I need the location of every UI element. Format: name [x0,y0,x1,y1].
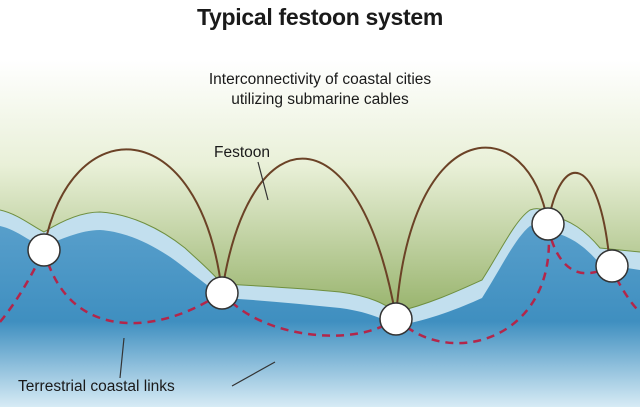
link-3-4 [395,225,551,345]
shallow-water [0,208,640,326]
deep-sea [0,216,640,407]
link-1-2 [42,249,223,325]
city-node-3 [379,302,413,336]
festoon-cables [43,146,611,319]
city-node-4 [531,207,565,241]
links-leader-right [231,361,276,387]
city-node-1 [27,233,61,267]
coastline [0,208,640,313]
festoon-arc-3 [395,146,549,319]
terrestrial-links [0,225,640,345]
link-2-3 [221,291,397,337]
diagram-title: Typical festoon system [196,4,444,30]
leader-lines [119,161,276,387]
city-node-2 [205,276,239,310]
link-4-5 [546,225,611,275]
terrestrial-links-label: Terrestrial coastal links [18,378,175,395]
festoon-arc-4 [547,171,611,267]
links-leader-left [119,337,125,379]
city-nodes [27,207,629,336]
diagram-subtitle: Interconnectivity of coastal cities util… [208,71,432,108]
city-node-5 [595,249,629,283]
festoon-leader [257,161,269,201]
festoon-arc-2 [221,157,397,319]
festoon-arc-1 [43,148,223,293]
festoon-label: Festoon [214,144,271,161]
